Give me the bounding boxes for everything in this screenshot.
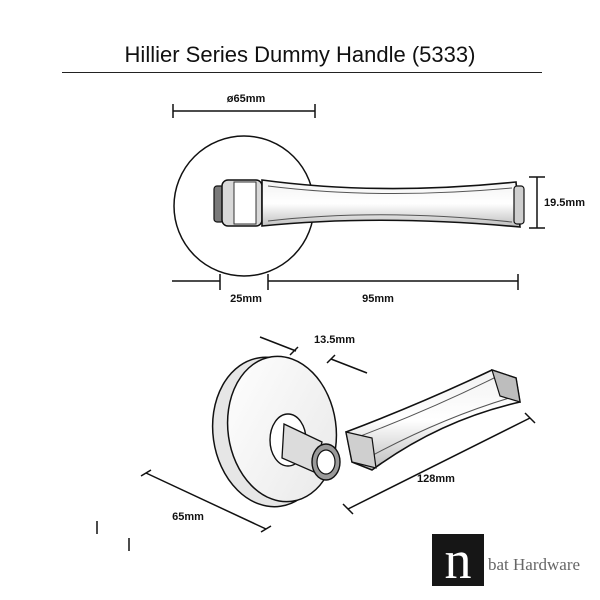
lever-length-side-dimension xyxy=(342,412,536,515)
lever-perspective xyxy=(345,369,521,471)
logo-wordmark: bat Hardware xyxy=(488,555,581,574)
lever-length-side-label: 128mm xyxy=(417,473,455,485)
rose-diameter-label: ø65mm xyxy=(227,93,266,105)
offset-label: 25mm xyxy=(230,293,262,305)
thickness-dimension xyxy=(259,336,368,374)
rose-side-dimension xyxy=(140,469,272,533)
diagram-title: Hillier Series Dummy Handle (5333) xyxy=(124,42,476,67)
rose-side-label: 65mm xyxy=(172,511,204,523)
thickness-label: 13.5mm xyxy=(314,334,355,346)
logo-badge: n xyxy=(432,530,484,590)
logo-letter: n xyxy=(445,534,472,586)
rose-diameter-dimension xyxy=(172,104,316,118)
top-view: ø65mm 19.5mm xyxy=(172,93,585,305)
brand-logo: n bat Hardware xyxy=(432,530,592,590)
spindle-collar-perspective xyxy=(269,413,341,481)
spindle-collar-top xyxy=(213,179,263,227)
lever-top xyxy=(261,179,525,228)
lever-height-dimension xyxy=(529,176,545,229)
perspective-view: 13.5mm 128mm xyxy=(96,334,536,551)
lever-length-top-label: 95mm xyxy=(362,293,394,305)
length-dimensions-top xyxy=(172,274,519,290)
registration-ticks xyxy=(96,521,130,551)
title-rule xyxy=(62,72,542,73)
lever-height-label: 19.5mm xyxy=(544,197,585,209)
